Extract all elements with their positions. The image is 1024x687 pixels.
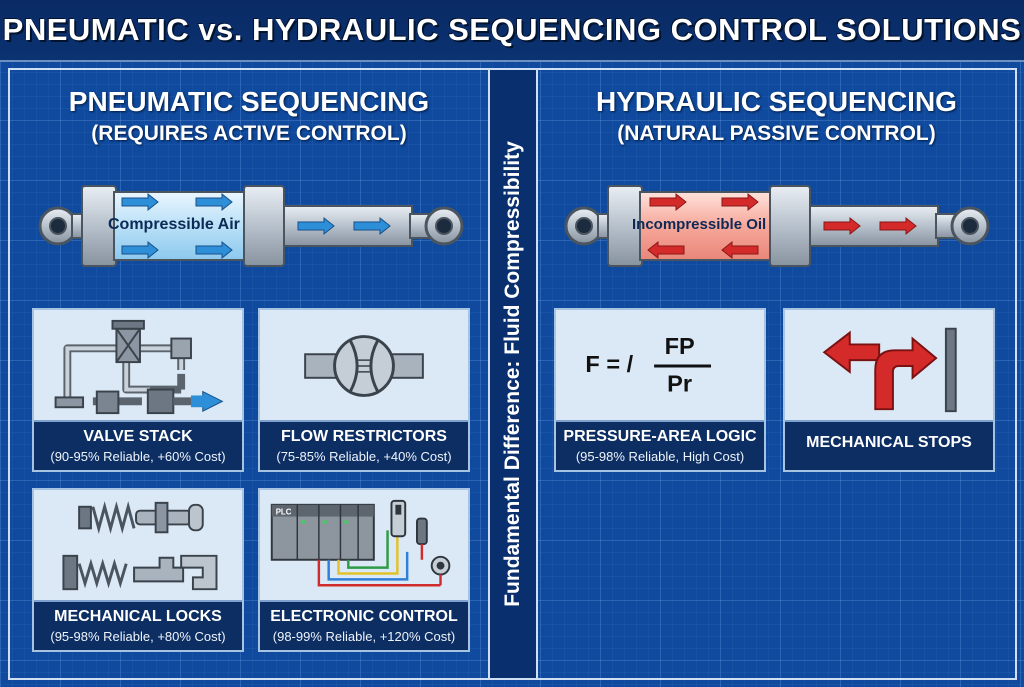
card-flow-restrictors: FLOW RESTRICTORS (75-85% Reliable, +40% … [258,308,470,472]
card-mechanical-stops: MECHANICAL STOPS [783,308,995,472]
pneumatic-heading-block: PNEUMATIC SEQUENCING (REQUIRES ACTIVE CO… [10,86,488,146]
pneumatic-subheading: (REQUIRES ACTIVE CONTROL) [91,122,407,145]
card-title: ELECTRONIC CONTROL [270,608,458,625]
card-detail: (98-99% Reliable, +120% Cost) [272,629,456,644]
turn-arrow-stop-icon [822,327,957,413]
card-caption: VALVE STACK (90-95% Reliable, +60% Cost) [34,420,242,470]
card-detail: (90-95% Reliable, +60% Cost) [50,449,226,464]
formula-lhs: F = / [585,351,633,377]
valve-stack-icon [54,319,224,415]
plc-icon: PLC [270,499,451,587]
hydraulic-subheading: (NATURAL PASSIVE CONTROL) [617,122,936,145]
card-valve-stack: VALVE STACK (90-95% Reliable, +60% Cost) [32,308,244,472]
mechanical-lock-icon [62,501,218,591]
pneumatic-cylinder-icon [38,185,464,267]
center-divider: Fundamental Difference: Fluid Compressib… [490,68,536,680]
card-title: MECHANICAL LOCKS [54,608,222,625]
card-caption: MECHANICAL LOCKS (95-98% Reliable, +80% … [34,600,242,650]
formula-numerator: FP [665,333,695,359]
divider-label: Fundamental Difference: Fluid Compressib… [501,141,524,607]
card-pressure-area-logic: F = / FP Pr PRESSURE-AREA LOGIC (95-98% … [554,308,766,472]
card-electronic-control: PLC ELECTRONIC CONTROL (98-99% Reliable,… [258,488,470,652]
formula-icon: F = / FP Pr [585,333,712,397]
card-mechanical-locks: MECHANICAL LOCKS (95-98% Reliable, +80% … [32,488,244,652]
pneumatic-cylinder-label: Compressible Air [108,216,240,233]
pneumatic-panel: PNEUMATIC SEQUENCING (REQUIRES ACTIVE CO… [8,68,490,680]
pneumatic-heading: PNEUMATIC SEQUENCING [68,86,430,117]
hydraulic-panel: HYDRAULIC SEQUENCING (NATURAL PASSIVE CO… [536,68,1017,680]
card-caption: PRESSURE-AREA LOGIC (95-98% Reliable, Hi… [556,420,764,470]
card-detail: (95-98% Reliable, High Cost) [575,449,745,464]
hydraulic-heading: HYDRAULIC SEQUENCING [596,86,957,117]
card-detail: (75-85% Reliable, +40% Cost) [276,449,452,464]
formula-denominator: Pr [667,371,692,397]
plc-label: PLC [276,508,292,517]
card-title: VALVE STACK [83,428,193,445]
hydraulic-cylinder-icon [564,185,990,267]
card-caption: FLOW RESTRICTORS (75-85% Reliable, +40% … [260,420,468,470]
card-title: FLOW RESTRICTORS [281,428,447,445]
card-caption: ELECTRONIC CONTROL (98-99% Reliable, +12… [260,600,468,650]
flow-restrictor-icon [304,335,424,397]
card-detail: (95-98% Reliable, +80% Cost) [50,629,226,644]
card-caption: MECHANICAL STOPS [785,420,993,470]
title-bar: PNEUMATIC vs. HYDRAULIC SEQUENCING CONTR… [0,0,1024,62]
card-title: MECHANICAL STOPS [806,434,972,451]
card-title: PRESSURE-AREA LOGIC [563,428,757,445]
page-title: PNEUMATIC vs. HYDRAULIC SEQUENCING CONTR… [2,12,1022,47]
hydraulic-cylinder-label: Incompressible Oil [632,216,767,233]
hydraulic-heading-block: HYDRAULIC SEQUENCING (NATURAL PASSIVE CO… [538,86,1015,146]
